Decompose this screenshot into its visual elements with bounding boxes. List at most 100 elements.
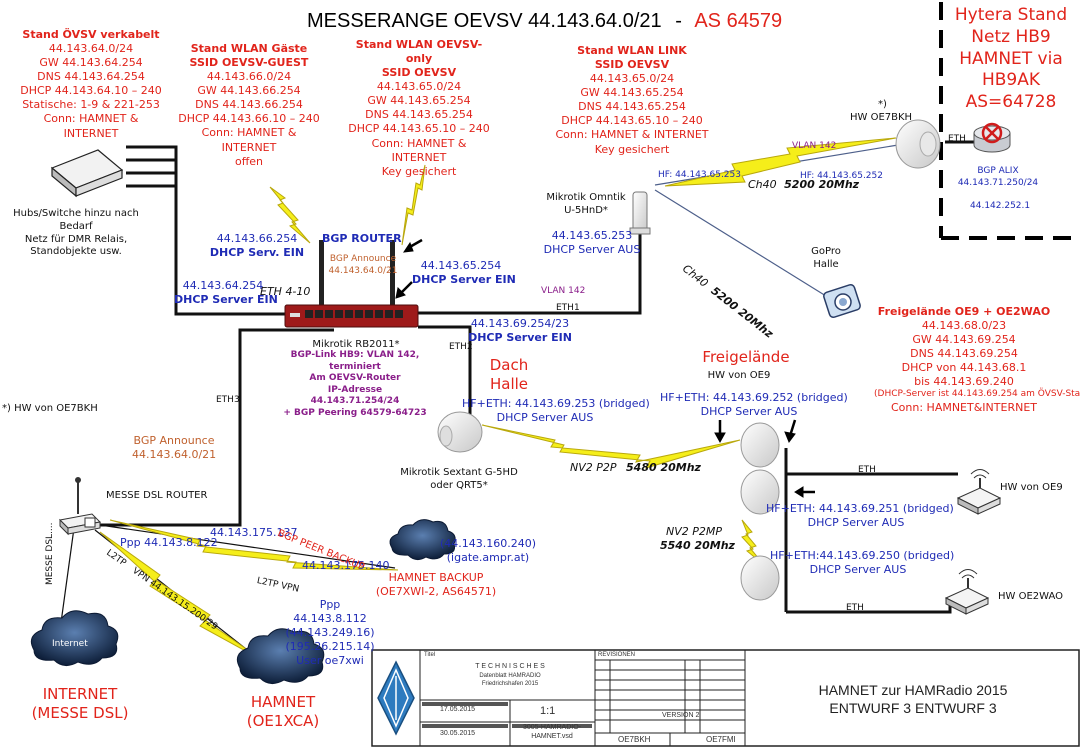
title-main: MESSERANGE OEVSV 44.143.64.0/21 [307,10,662,32]
wlan-guest-head: Stand WLAN Gäste SSID OEVSV-GUEST [189,42,309,70]
tb-author1: OE7BKH [618,735,651,744]
p2p-mode: NV2 P2P [570,461,617,474]
hb9-eth: ETH [948,134,966,144]
tb-version: VERSION 2 [662,712,700,719]
link-eth3-messe [100,328,334,527]
freigelaende-box: Freigelände OE9 + OE2WAO 44.143.68.0/23 … [874,305,1081,415]
lightning-oevsv-wlan [401,164,426,246]
hamnet-backup-name: HAMNET BACKUP (OE7XWI-2, AS64571) [375,571,497,599]
omnitik-ip-block: 44.143.65.253 DHCP Server AUS [536,229,648,257]
ap251-eth: ETH [858,465,876,475]
hb9-vlan: VLAN 142 [792,141,837,151]
hytera-boundary [939,2,1081,240]
router-ip-64: 44.143.64.254 [182,279,264,292]
hamnet-label: HAMNET (OE1XCA) [246,693,320,731]
link-omnitik-gopro [654,189,827,297]
messe-ppp1: Ppp 44.143.8.122 [120,536,218,549]
mikrotik-rb2011-icon [284,240,419,328]
router-bgp-notes: BGP-Link HB9: VLAN 142, terminiert Am OE… [283,350,427,418]
ap251-block: HF+ETH: 44.143.69.251 (bridged) DHCP Ser… [766,502,954,530]
hamnet-backup-cloud-icon [389,519,456,561]
router-69-block: 44.143.69.254/23 DHCP Server EIN [466,317,574,345]
link-ap250-eth [786,600,952,614]
ap251-hw: HW von OE9 [1000,482,1063,493]
oevsv-cable-block: Stand ÖVSV verkabelt 44.143.64.0/24 GW 4… [20,28,162,141]
router-eth-4-10: ETH 4-10 [260,285,311,298]
router-ip-66: 44.143.66.254 [216,232,298,245]
hb9-star: *) [878,99,887,110]
p2mp-link-label: NV2 P2MP 5540 20Mhz [660,525,735,553]
tb-file: 3005-HAMRADIO- HAMNET.vsd [523,724,581,740]
oevsv-cable-body: 44.143.64.0/24 GW 44.143.64.254 DNS 44.1… [20,42,162,140]
hamnet-ppp: Ppp 44.143.8.112 (44.143.249.16) (195.26… [285,598,375,668]
internet-cloud-label: Internet [52,639,88,649]
dish-251b [740,555,780,601]
wlan-guest-block: Stand WLAN Gäste SSID OEVSV-GUEST 44.143… [175,42,323,169]
router-65-block: 44.143.65.254 DHCP Server EIN [412,259,516,287]
lightning-backup-peer [109,519,399,571]
arrowhead [402,241,414,253]
wlan-guest-body: 44.143.66.0/24 GW 44.143.66.254 DNS 44.1… [178,70,320,168]
gopro-camera-icon [823,283,861,319]
messe-dsl-router-icon [58,477,102,536]
ap251-ip: HF+ETH: 44.143.69.251 (bridged) [766,502,954,515]
messe-dsl-label: MESSE DSL.... [45,522,56,586]
freigelaende-ip-block: HF+ETH: 44.143.69.252 (bridged) DHCP Ser… [660,391,848,419]
hb9-hf: HF: 44.143.65.252 [800,171,883,181]
freigelaende-box-body: 44.143.68.0/23 GW 44.143.69.254 DNS 44.1… [901,319,1027,389]
ap250-block: HF+ETH:44.143.69.250 (bridged) DHCP Serv… [770,549,954,577]
omnitik-dhcp: DHCP Server AUS [543,243,641,257]
wlan-link-block: Stand WLAN LINK SSID OEVSV 44.143.65.0/2… [552,44,712,157]
freigelaende-box-conn: Conn: HAMNET&INTERNET [890,400,1037,414]
ap250-eth: ETH [846,603,864,613]
freigelaende-ip: HF+ETH: 44.143.69.252 (bridged) [660,391,848,404]
p2mp-freq: 5540 20Mhz [660,539,735,553]
router-vlan142-label: VLAN 142 [541,286,586,296]
lightning-hb9-link [664,137,897,187]
omnitik-hf: HF: 44.143.65.253 [658,170,741,180]
dach-ip: HF+ETH: 44.143.69.253 (bridged) [462,397,650,410]
p2mp-mode: NV2 P2MP [665,525,722,538]
hb9-alix: BGP ALIX 44.143.71.250/24 [957,166,1039,188]
router-dhcp-69: DHCP Server EIN [468,331,572,345]
dach-halle-label: Dach Halle [489,356,529,394]
router-oe2wao-icon [944,569,990,615]
messe-ip140: 44.143.175.140 [302,559,390,572]
router-ip-65: 44.143.65.254 [420,259,502,272]
freigelaende-title: Freigelände [702,348,790,366]
oevsv-cable-head: Stand ÖVSV verkabelt [22,28,160,41]
router-eth2-label: ETH2 [449,342,473,352]
hamnet-backup-ip: (44.143.160.240) (igate.ampr.at) [439,537,537,565]
freigelaende-dhcp: DHCP Server AUS [700,405,798,419]
router-name: Mikrotik RB2011* [312,339,400,350]
arrowhead [395,286,406,299]
wlan-only-block: Stand WLAN OEVSV-only SSID OEVSV 44.143.… [344,38,494,179]
freigelaende-ap-dishes [740,422,780,601]
link-eth1-omnitik [418,232,642,315]
lightning-guest-wlan [269,186,311,244]
hubs-note: Hubs/Switche hinzu nach Bedarf Netz für … [13,208,139,258]
router-66-block: 44.143.66.254 DHCP Serv. EIN [208,232,306,260]
hamnet-cloud-icon [236,628,325,684]
router-64-block: 44.143.64.254 DHCP Server EIN [174,279,278,307]
freigelaende-box-note: (DHCP-Server ist 44.143.69.254 am ÖVSV-S… [874,389,1081,400]
router-bgp-announce: BGP Announce 44.143.64.0/21 [328,254,398,276]
internet-cloud-icon [30,610,119,666]
p2p-freq: 5480 20Mhz [626,461,701,474]
hb9-net: 44.142.252.1 [970,201,1031,211]
router-dhcp-64: DHCP Server EIN [174,293,278,307]
footnote: *) HW von OE7BKH [2,403,98,414]
tb-subtitle: Datenblatt HAMRADIO Friedrichshafen 2015 [479,673,541,687]
tb-technisches: T E C H N I S C H E S [475,663,545,670]
ap250-hw: HW OE2WAO [998,591,1064,602]
tb-main-title: HAMNET zur HAMRadio 2015 ENTWURF 3 ENTWU… [818,682,1008,716]
messe-bgp-announce: BGP Announce 44.143.64.0/21 [132,434,217,462]
arrows [395,238,815,498]
internet-label: INTERNET (MESSE DSL) [31,685,129,723]
switch-hub-icon [50,149,124,198]
messe-ip137: 44.143.175.137 [210,526,298,539]
omnitik-name: Mikrotik Omntik U-5HnD* [546,192,626,216]
arrowhead [794,486,804,498]
tb-titel: Titel [424,652,436,658]
